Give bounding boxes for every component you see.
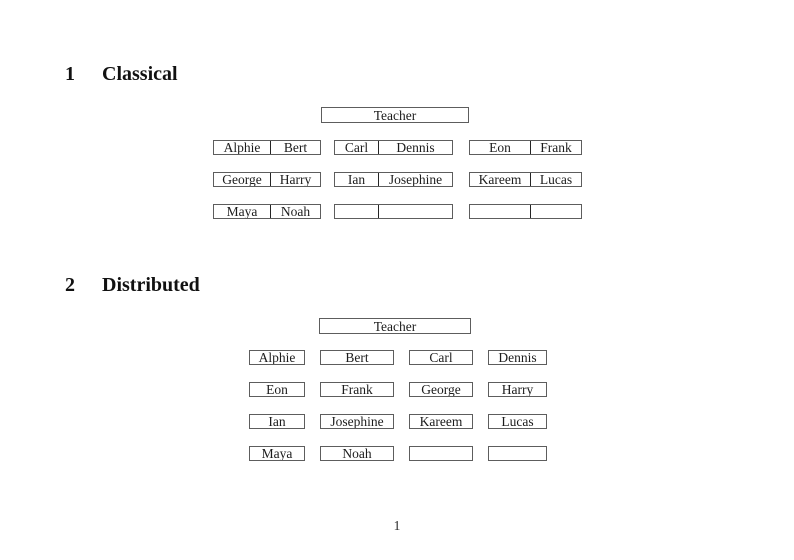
desk-classical-r2c1: George Harry: [213, 172, 321, 187]
seat-distributed-r3c1: Ian: [249, 414, 305, 429]
seat-cell: Noah: [280, 205, 311, 218]
desk-classical-r1c3: Eon Frank: [469, 140, 582, 155]
seat-distributed-r1c3: Carl: [409, 350, 473, 365]
seat-cell-empty: [470, 205, 531, 218]
seat-distributed-r4c3-empty: [409, 446, 473, 461]
section-title: Distributed: [102, 274, 200, 296]
seat-cell: George: [214, 173, 271, 186]
seat-distributed-r2c4: Harry: [488, 382, 547, 397]
desk-classical-r2c2: Ian Josephine: [334, 172, 453, 187]
seat-cell: Josephine: [388, 173, 443, 186]
seat-cell: Ian: [335, 173, 379, 186]
seat-distributed-r2c1: Eon: [249, 382, 305, 397]
section-heading-distributed: 2 Distributed: [65, 275, 200, 295]
seat-cell: Frank: [540, 141, 572, 154]
desk-classical-r3c3-empty: [469, 204, 582, 219]
seat-distributed-r3c4: Lucas: [488, 414, 547, 429]
seat-distributed-r2c2: Frank: [320, 382, 394, 397]
seat-distributed-r4c4-empty: [488, 446, 547, 461]
teacher-box-classical: Teacher: [321, 107, 469, 123]
seat-cell: Maya: [214, 205, 271, 218]
desk-classical-r1c1: Alphie Bert: [213, 140, 321, 155]
seat-distributed-r1c4: Dennis: [488, 350, 547, 365]
section-number: 1: [65, 63, 75, 85]
seat-distributed-r1c2: Bert: [320, 350, 394, 365]
seat-cell: Eon: [470, 141, 531, 154]
section-heading-classical: 1 Classical: [65, 64, 178, 84]
desk-classical-r2c3: Kareem Lucas: [469, 172, 582, 187]
seat-cell: Kareem: [470, 173, 531, 186]
seat-distributed-r4c1: Maya: [249, 446, 305, 461]
section-title: Classical: [102, 63, 178, 85]
seat-cell: Alphie: [214, 141, 271, 154]
desk-classical-r1c2: Carl Dennis: [334, 140, 453, 155]
seat-cell-empty: [335, 205, 379, 218]
seat-cell: Lucas: [539, 173, 573, 186]
seat-cell: Carl: [335, 141, 379, 154]
seat-cell: Dennis: [396, 141, 435, 154]
seat-cell: Bert: [283, 141, 308, 154]
desk-classical-r3c1: Maya Noah: [213, 204, 321, 219]
seat-distributed-r4c2: Noah: [320, 446, 394, 461]
teacher-box-distributed: Teacher: [319, 318, 471, 334]
seat-distributed-r1c1: Alphie: [249, 350, 305, 365]
seat-cell-empty: [531, 205, 581, 218]
seat-cell: Harry: [279, 173, 312, 186]
desk-classical-r3c2-empty: [334, 204, 453, 219]
seat-distributed-r2c3: George: [409, 382, 473, 397]
seat-distributed-r3c2: Josephine: [320, 414, 394, 429]
seat-cell-empty: [379, 205, 452, 218]
section-number: 2: [65, 274, 75, 296]
page-number: 1: [393, 518, 401, 533]
seat-distributed-r3c3: Kareem: [409, 414, 473, 429]
